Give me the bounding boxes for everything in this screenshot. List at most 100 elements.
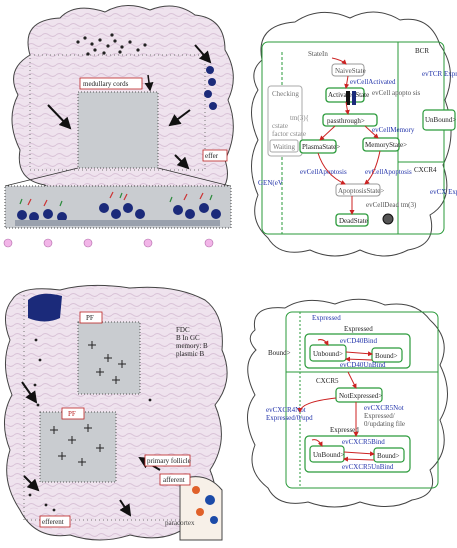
primary-follicle-label: primary follicle bbox=[147, 457, 191, 465]
unbound-label: UnBound> bbox=[425, 116, 456, 124]
fdc-key-line-1: FDC bbox=[176, 326, 190, 334]
gen-label: GEN(eV bbox=[258, 179, 283, 187]
bcr-label: BCR bbox=[415, 47, 429, 55]
bound1-label: Bound> bbox=[375, 352, 398, 360]
arrow-c1 bbox=[21, 381, 38, 404]
cd40-unbind-label: evCD40UnBind bbox=[340, 361, 386, 369]
panel-b: StateIn NaiveState evCellActivated Activ… bbox=[251, 11, 457, 257]
ev-cxcr4-not-line-1: evCXCR4Not bbox=[266, 406, 306, 414]
arrow-a2 bbox=[47, 104, 72, 130]
cxcr4-label: CXCR4 bbox=[414, 166, 437, 174]
cell-cluster-c-top bbox=[28, 293, 62, 322]
transition-d6 bbox=[343, 451, 375, 457]
not-expressed-state bbox=[335, 387, 383, 403]
transition-d1 bbox=[345, 351, 373, 357]
effer-label: effer bbox=[205, 152, 219, 160]
transition-activate bbox=[344, 75, 350, 89]
transition-d8 bbox=[317, 339, 329, 346]
cxcr5-label: CXCR5 bbox=[316, 377, 339, 385]
ev-cxcr5-not-line-2: Expressed/ bbox=[364, 412, 395, 420]
arrow-a1 bbox=[194, 44, 212, 64]
not-expressed-label: NotExpressed> bbox=[339, 392, 382, 400]
ev-activated-label: evCellActivated bbox=[350, 78, 396, 86]
expressed-mid-label: Expressed bbox=[330, 426, 359, 434]
afferent-vessel bbox=[179, 476, 223, 541]
cd40-bind-label: evCD40Bind bbox=[340, 337, 377, 345]
activated-bar-a bbox=[346, 91, 350, 105]
ev-apoptosis-label: evCell apopto sis bbox=[372, 89, 420, 97]
checking-label: Checking bbox=[272, 90, 299, 98]
bound-left-label: Bound> bbox=[268, 349, 291, 357]
unbound-state-2 bbox=[309, 445, 345, 463]
transition-pass bbox=[344, 101, 350, 115]
cell-cluster-top bbox=[76, 33, 147, 56]
checking-state bbox=[267, 85, 303, 157]
paracortex-label: paracortex bbox=[165, 519, 195, 527]
tm-label: tm(3){ bbox=[290, 114, 309, 122]
transition-d9 bbox=[311, 439, 323, 447]
state-in-label: StateIn bbox=[308, 50, 328, 58]
expressed-top2-label: Expressed bbox=[344, 325, 373, 333]
ev-cxcr4-not-line-2: Expressed/0/upd bbox=[266, 414, 313, 422]
fdc-crosses bbox=[50, 341, 126, 466]
waiting-state bbox=[269, 139, 299, 153]
transition-d3 bbox=[347, 371, 357, 389]
unbound-state bbox=[422, 109, 456, 131]
outer-frame-d bbox=[285, 311, 439, 489]
activated-bar-b bbox=[352, 91, 356, 105]
panel-c: PF PF FDC B In GC memory: B plasmic B bbox=[4, 284, 228, 541]
pf-label-2: PF bbox=[68, 410, 76, 418]
outer-state-frame bbox=[261, 41, 445, 235]
final-state-icon bbox=[382, 213, 394, 225]
arrow-a5 bbox=[144, 74, 154, 92]
pf-square-2 bbox=[39, 411, 117, 483]
fdc-key-line-2: B In GC bbox=[176, 334, 200, 342]
factor-label: factor bbox=[272, 130, 289, 138]
ev-memory-label: evCellMemory bbox=[372, 126, 415, 134]
cstate-label: cstate bbox=[272, 122, 288, 130]
efferent-label: efferent bbox=[42, 518, 64, 526]
ev-apoptosis2-label: evCellApoptosis bbox=[300, 168, 347, 176]
cxcr5-bind-label: evCXCR5Bind bbox=[342, 438, 385, 446]
arrow-a3 bbox=[168, 109, 191, 127]
unbound1-label: Unbound> bbox=[313, 350, 343, 358]
zoom-strip-pink-dots bbox=[3, 238, 214, 248]
medullary-cords-label: medullary cords bbox=[83, 80, 129, 88]
transition-d2 bbox=[345, 356, 373, 362]
ev-cxcr5-not-line-1: evCXCR5Not bbox=[364, 404, 404, 412]
afferent-label: afferent bbox=[163, 476, 185, 484]
apoptosis-label: ApoptosisState> bbox=[338, 187, 384, 195]
fdc-key: FDC B In GC memory: B plasmic B bbox=[176, 326, 208, 358]
transition-memory bbox=[364, 125, 379, 139]
arrow-c4 bbox=[119, 499, 132, 517]
dead-label: DeadState bbox=[339, 217, 368, 225]
arrow-a4 bbox=[174, 154, 190, 170]
plasma-label: PlasmaState> bbox=[302, 143, 340, 151]
waiting-label: Waiting bbox=[273, 143, 295, 151]
expressed-top-label: Expressed bbox=[312, 314, 341, 322]
ev-cxcr5-not-line-3: 0/updating file bbox=[364, 420, 405, 428]
memory-label: MemoryState> bbox=[365, 141, 407, 149]
unbound2-label: UnBound> bbox=[313, 451, 344, 459]
ev-tcr-label: evTCR Expressed bbox=[422, 70, 457, 78]
fdc-key-line-3: memory: B bbox=[176, 342, 208, 350]
transition-start bbox=[331, 57, 347, 65]
ev-dead-label: evCellDead tm(3) bbox=[366, 201, 417, 209]
cstate2-label: cstate bbox=[290, 130, 306, 138]
passthrough-state bbox=[322, 113, 378, 127]
medullary-square bbox=[77, 91, 159, 169]
pf-label-1: PF bbox=[86, 314, 94, 322]
panel-a: medullary cords effer bbox=[3, 5, 234, 248]
zoom-line-left bbox=[4, 167, 79, 187]
bound2-label: Bound> bbox=[377, 452, 400, 460]
cells-scatter-c bbox=[28, 338, 152, 512]
naive-state-label: NaiveState bbox=[335, 67, 366, 75]
transition-d5 bbox=[297, 397, 337, 413]
memory-state bbox=[362, 137, 400, 152]
fdc-key-line-4: plasmic B bbox=[176, 350, 205, 358]
apoptosis-state bbox=[335, 183, 381, 197]
transition-d7 bbox=[343, 456, 375, 462]
cxcr5-unbind-label: evCXCR5UnBind bbox=[342, 463, 394, 471]
passthrough-label: passthrough> bbox=[327, 117, 365, 125]
